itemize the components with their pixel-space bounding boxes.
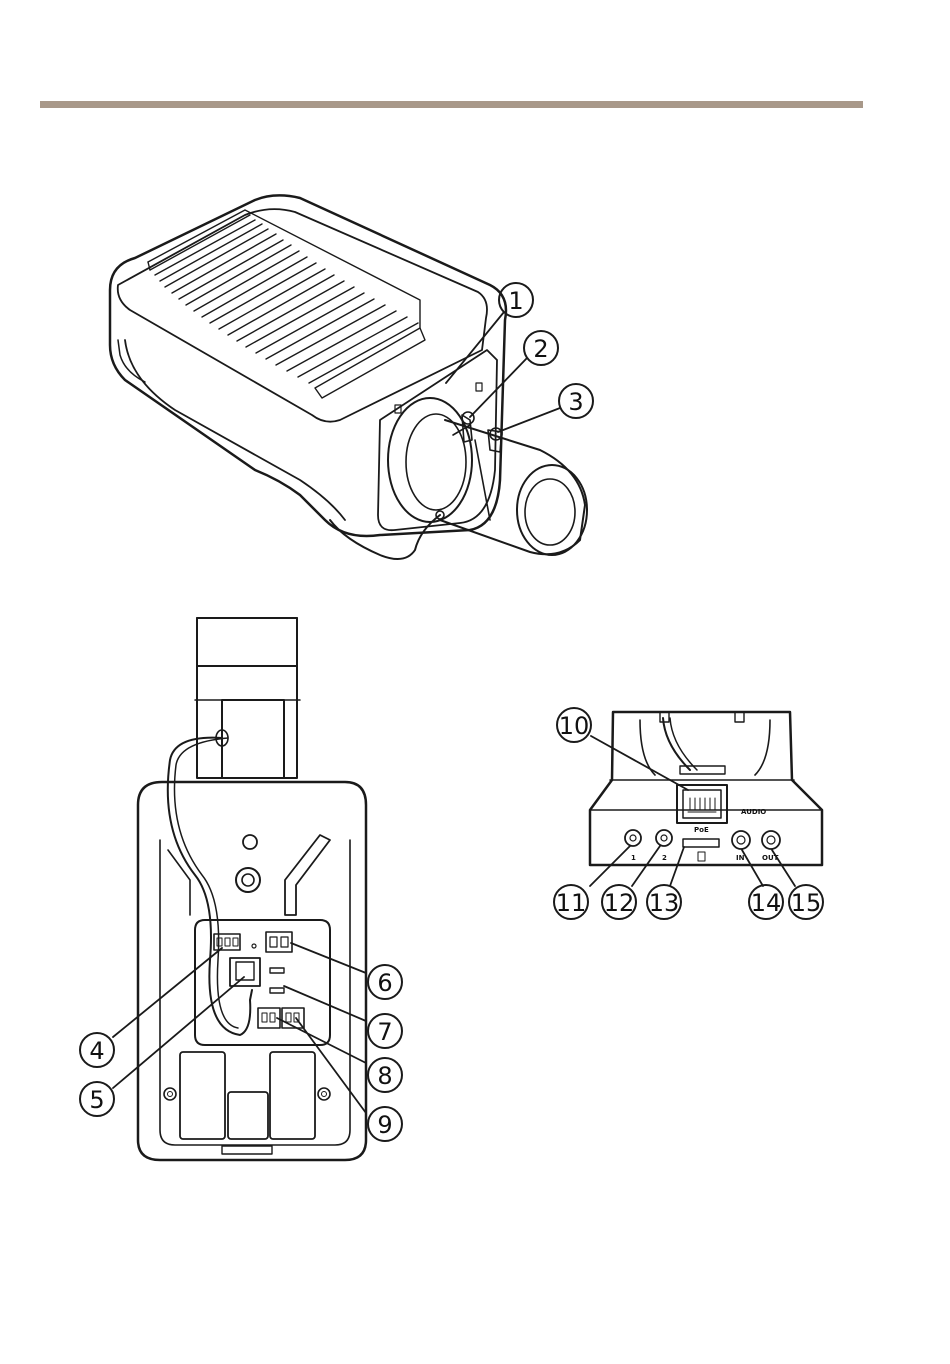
callout-4: 4 bbox=[89, 1037, 104, 1065]
callout-13: 13 bbox=[649, 889, 680, 917]
input-1-label: 1 bbox=[631, 854, 636, 862]
callout-7: 7 bbox=[377, 1018, 392, 1046]
callout-15: 15 bbox=[791, 889, 822, 917]
callout-2: 2 bbox=[533, 335, 548, 363]
callout-6: 6 bbox=[377, 969, 392, 997]
callout-3: 3 bbox=[568, 388, 583, 416]
callout-5: 5 bbox=[89, 1086, 104, 1114]
poe-label: PoE bbox=[694, 826, 709, 834]
callout-12: 12 bbox=[604, 889, 635, 917]
callout-10: 10 bbox=[559, 712, 590, 740]
callout-14: 14 bbox=[751, 889, 782, 917]
vent-slots bbox=[148, 210, 425, 398]
camera-bottom-view bbox=[590, 712, 822, 865]
audio-label: AUDIO bbox=[741, 808, 766, 816]
callout-11: 11 bbox=[556, 889, 587, 917]
camera-side-view bbox=[110, 195, 587, 559]
callout-8: 8 bbox=[377, 1062, 392, 1090]
audio-in-label: IN bbox=[736, 854, 745, 862]
callout-9: 9 bbox=[377, 1111, 392, 1139]
camera-back-view bbox=[138, 618, 366, 1160]
input-2-label: 2 bbox=[662, 854, 667, 862]
callout-1: 1 bbox=[508, 287, 523, 315]
